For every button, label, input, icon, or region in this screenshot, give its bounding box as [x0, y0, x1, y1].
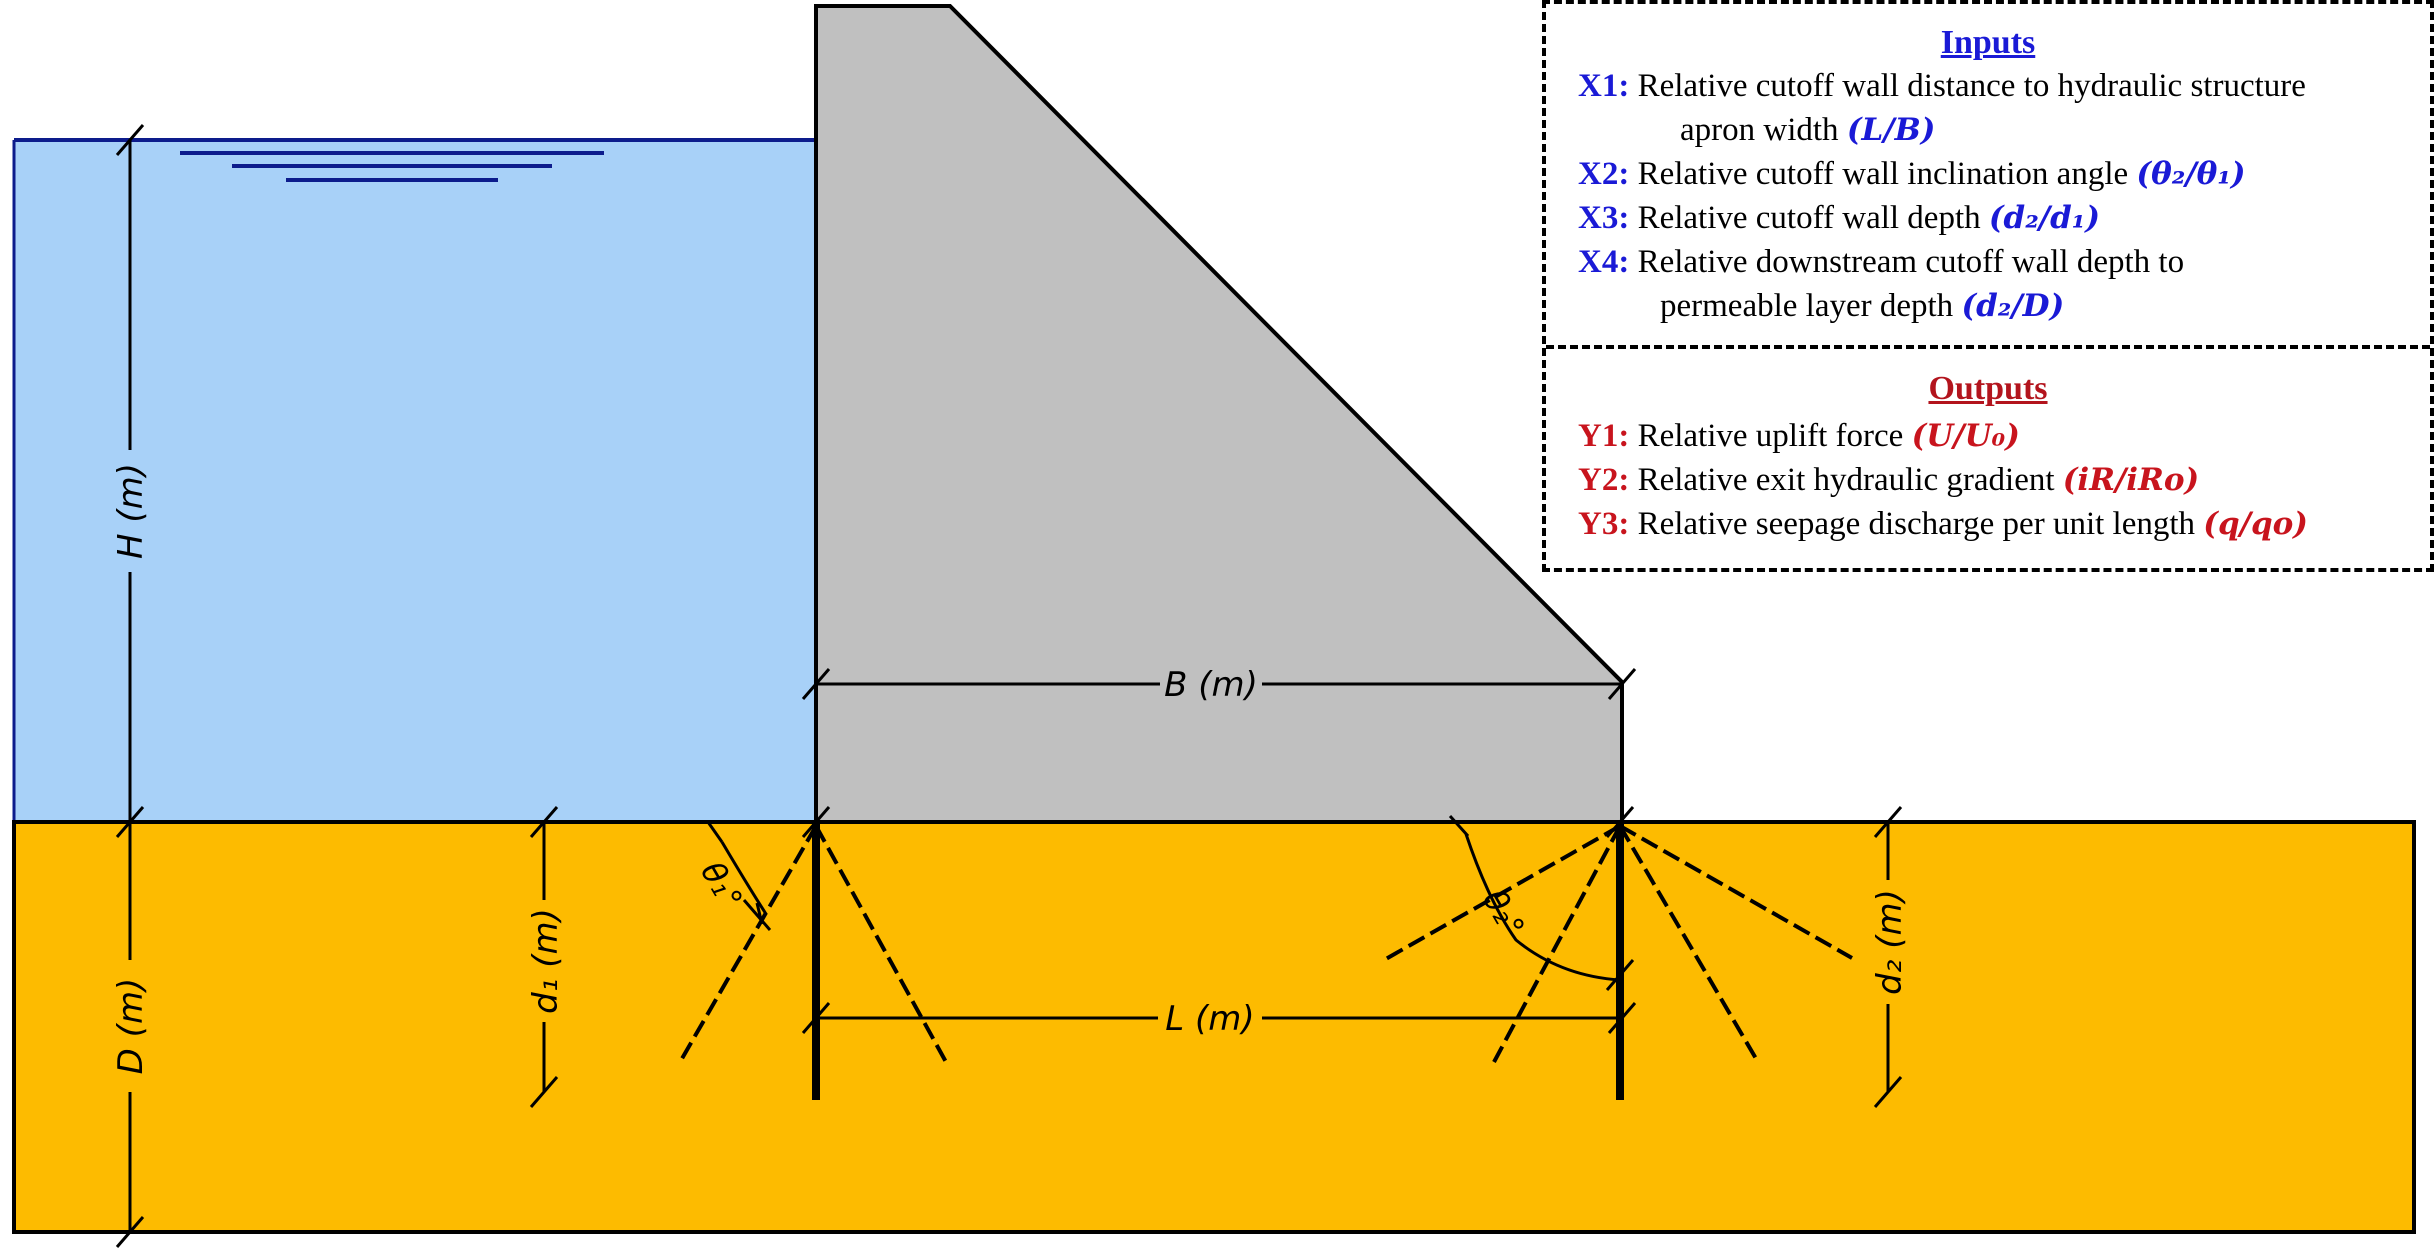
water-level-symbol	[180, 151, 604, 182]
output-text: Relative exit hydraulic gradient	[1637, 462, 2055, 498]
theta2-arc	[1448, 814, 1621, 982]
input-code: X2:	[1578, 156, 1630, 192]
input-text: Relative cutoff wall depth	[1637, 200, 1981, 236]
variables-legend: Inputs X1: Relative cutoff wall distance…	[1542, 0, 2434, 572]
outputs-heading: Outputs	[1928, 370, 2048, 407]
input-expr: (d₂/d₁)	[1988, 200, 2101, 236]
b-label: B (m)	[1164, 665, 1258, 705]
output-y3: Y3: Relative seepage discharge per unit …	[1578, 506, 2308, 543]
h-label: H (m)	[111, 463, 151, 559]
output-text: Relative seepage discharge per unit leng…	[1637, 506, 2196, 542]
output-code: Y2:	[1578, 462, 1630, 498]
input-x2: X2: Relative cutoff wall inclination ang…	[1578, 156, 2246, 193]
input-x1: X1: Relative cutoff wall distance to hyd…	[1578, 68, 2306, 105]
output-expr: (U/U₀)	[1911, 418, 2020, 454]
permeable-soil-layer	[12, 820, 2416, 1234]
upstream-inclined-walls	[678, 825, 948, 1063]
output-y1: Y1: Relative uplift force (U/U₀)	[1578, 418, 2020, 455]
reservoir-water	[14, 140, 816, 822]
upstream-wall-top-tick	[801, 806, 831, 838]
d1-label: d₁ (m)	[526, 908, 566, 1014]
d2-dimension	[1873, 806, 1903, 1108]
d-label: D (m)	[111, 978, 151, 1075]
l-dimension	[801, 1002, 1637, 1034]
input-code: X1:	[1578, 68, 1630, 104]
input-expr: (L/B)	[1846, 112, 1936, 148]
output-y2: Y2: Relative exit hydraulic gradient (iR…	[1578, 462, 2199, 499]
output-code: Y3:	[1578, 506, 1630, 542]
input-text-cont: permeable layer depth	[1660, 288, 1954, 324]
b-dimension	[801, 668, 1637, 700]
theta1-arc	[706, 821, 772, 931]
input-expr: (d₂/D)	[1961, 288, 2065, 324]
input-text: Relative cutoff wall distance to hydraul…	[1637, 68, 2306, 104]
input-text: Relative cutoff wall inclination angle	[1637, 156, 2129, 192]
inputs-section: Inputs X1: Relative cutoff wall distance…	[1546, 4, 2430, 348]
downstream-wall-depth-tick	[1605, 959, 1635, 991]
d2-label: d₂ (m)	[1870, 889, 1910, 995]
d1-dimension	[529, 806, 559, 1108]
input-x4-cont: permeable layer depth (d₂/D)	[1660, 288, 2064, 325]
input-code: X4:	[1578, 244, 1630, 280]
input-x1-cont: apron width (L/B)	[1680, 112, 1935, 149]
output-expr: (q/qo)	[2203, 506, 2308, 542]
input-text-cont: apron width	[1680, 112, 1839, 148]
input-code: X3:	[1578, 200, 1630, 236]
input-expr: (θ₂/θ₁)	[2136, 156, 2246, 192]
l-label: L (m)	[1165, 999, 1254, 1039]
outputs-section: Outputs Y1: Relative uplift force (U/U₀)…	[1546, 348, 2430, 572]
output-code: Y1:	[1578, 418, 1630, 454]
input-x4: X4: Relative downstream cutoff wall dept…	[1578, 244, 2184, 281]
downstream-inclined-walls	[1383, 824, 1853, 1064]
downstream-wall-top-tick	[1605, 806, 1635, 838]
input-text: Relative downstream cutoff wall depth to	[1637, 244, 2185, 280]
legend-divider	[1546, 345, 2430, 349]
input-x3: X3: Relative cutoff wall depth (d₂/d₁)	[1578, 200, 2100, 237]
inputs-heading: Inputs	[1940, 24, 2036, 61]
output-text: Relative uplift force	[1637, 418, 1904, 454]
output-expr: (iR/iRo)	[2062, 462, 2200, 498]
d-dimension	[115, 822, 145, 1248]
